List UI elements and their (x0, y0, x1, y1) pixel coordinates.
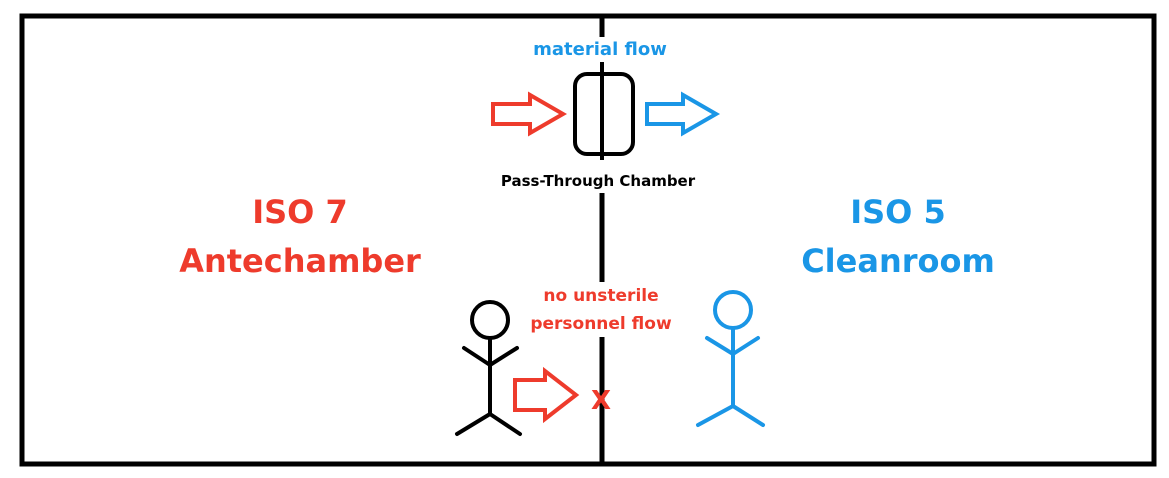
blocked-x-mark: X (591, 386, 611, 416)
material-out-arrow-icon (645, 91, 721, 137)
no-flow-label-line1: no unsterile (543, 286, 658, 306)
no-flow-label-line2: personnel flow (530, 314, 672, 334)
left-room-subtitle: Antechamber (179, 242, 421, 280)
left-room-title: ISO 7 (252, 193, 348, 231)
unsterile-person-icon (455, 300, 522, 436)
sterile-person-icon (696, 290, 765, 427)
pass-through-label: Pass-Through Chamber (501, 172, 696, 190)
room-boundary (19, 13, 1157, 467)
right-room-title: ISO 5 (850, 193, 946, 231)
personnel-arrow-icon (513, 366, 580, 424)
pass-through-chamber (573, 62, 635, 160)
material-flow-label: material flow (533, 39, 667, 60)
material-in-arrow-icon (491, 91, 568, 137)
right-room-subtitle: Cleanroom (801, 242, 995, 280)
